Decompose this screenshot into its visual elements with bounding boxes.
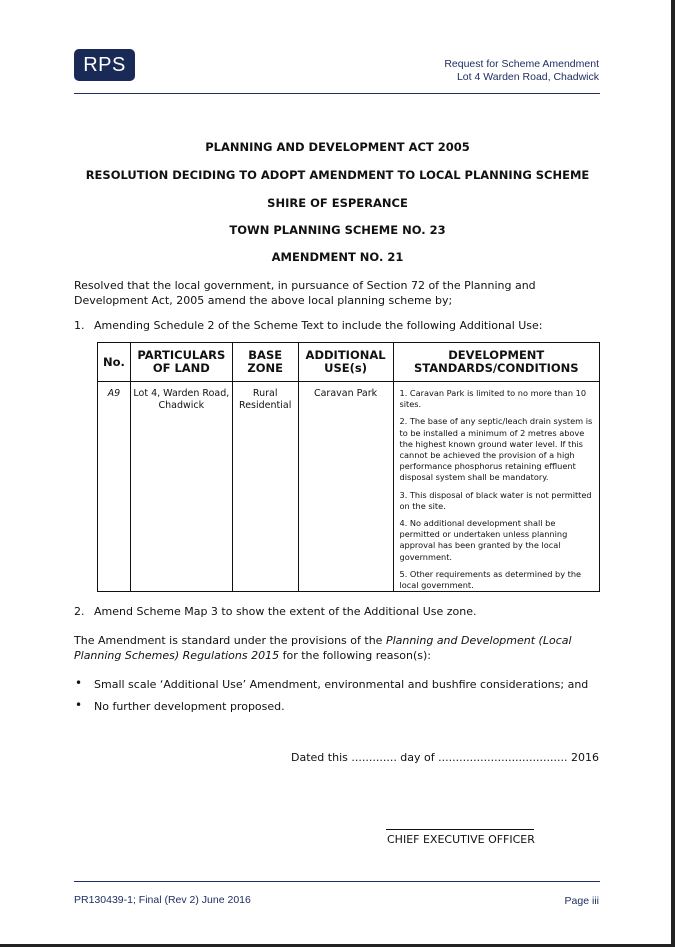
- row-use: Caravan Park: [297, 380, 394, 593]
- item-2-text: Amend Scheme Map 3 to show the extent of…: [94, 605, 477, 618]
- standard-paragraph: The Amendment is standard under the prov…: [74, 633, 602, 663]
- table-header-row: No. PARTICULARS OF LAND BASE ZONE ADDITI…: [97, 342, 600, 382]
- condition-3: 3. This disposal of black water is not p…: [399, 489, 592, 511]
- scan-edge: [671, 0, 675, 947]
- condition-5: 5. Other requirements as determined by t…: [399, 568, 582, 591]
- item-1-text: Amending Schedule 2 of the Scheme Text t…: [94, 319, 543, 332]
- heading-scheme: TOWN PLANNING SCHEME NO. 23: [229, 223, 446, 237]
- header-no: No.: [97, 342, 131, 382]
- item-2-number: 2.: [74, 605, 85, 618]
- header-line-2: Lot 4 Warden Road, Chadwick: [456, 71, 599, 83]
- row-conditions: 1. Caravan Park is limited to no more th…: [392, 380, 600, 593]
- dated-line: Dated this ............. day of ........…: [291, 751, 599, 764]
- table-row: A9 Lot 4, Warden Road, Chadwick Rural Re…: [97, 380, 600, 593]
- rps-logo: RPS: [74, 49, 135, 81]
- bullet-item-1: Small scale ‘Additional Use’ Amendment, …: [94, 678, 589, 691]
- row-zone: Rural Residential: [231, 380, 299, 593]
- schedule-table: No. PARTICULARS OF LAND BASE ZONE ADDITI…: [97, 342, 600, 593]
- heading-amendment: AMENDMENT NO. 21: [271, 250, 404, 264]
- intro-paragraph: Resolved that the local government, in p…: [74, 279, 536, 307]
- signature-line: [386, 829, 534, 830]
- header-particulars: PARTICULARS OF LAND: [129, 342, 233, 382]
- item-1-number: 1.: [74, 319, 85, 332]
- header-line-1: Request for Scheme Amendment: [444, 58, 599, 70]
- standard-pre: The Amendment is standard under the prov…: [74, 634, 386, 647]
- header-additional-use: ADDITIONAL USE(s): [297, 342, 394, 382]
- row-land: Lot 4, Warden Road, Chadwick: [129, 380, 233, 593]
- scan-edge: [0, 944, 675, 947]
- bullet-marker: •: [75, 698, 83, 712]
- header-conditions: DEVELOPMENT STANDARDS/CONDITIONS: [392, 342, 600, 382]
- condition-4: 4. No additional development shall be pe…: [399, 518, 568, 562]
- footer-reference: PR130439-1; Final (Rev 2) June 2016: [74, 894, 251, 906]
- header-base-zone: BASE ZONE: [231, 342, 299, 382]
- heading-act: PLANNING AND DEVELOPMENT ACT 2005: [205, 140, 470, 154]
- regulations-title: Planning and Development (Local Planning…: [74, 634, 572, 662]
- condition-2: 2. The base of any septic/leach drain sy…: [399, 416, 593, 483]
- bullet-marker: •: [75, 676, 83, 690]
- heading-resolution: RESOLUTION DECIDING TO ADOPT AMENDMENT T…: [85, 168, 590, 182]
- standard-post: for the following reason(s):: [279, 649, 431, 662]
- page-number: Page iii: [564, 895, 599, 907]
- row-number: A9: [97, 380, 131, 593]
- header-reference: Request for Scheme Amendment Lot 4 Warde…: [444, 58, 599, 84]
- header-divider: [74, 93, 600, 94]
- heading-shire: SHIRE OF ESPERANCE: [267, 196, 408, 210]
- condition-1: 1. Caravan Park is limited to no more th…: [399, 388, 587, 410]
- bullet-item-2: No further development proposed.: [94, 700, 285, 713]
- footer-divider: [74, 881, 600, 882]
- signatory-title: CHIEF EXECUTIVE OFFICER: [387, 833, 535, 846]
